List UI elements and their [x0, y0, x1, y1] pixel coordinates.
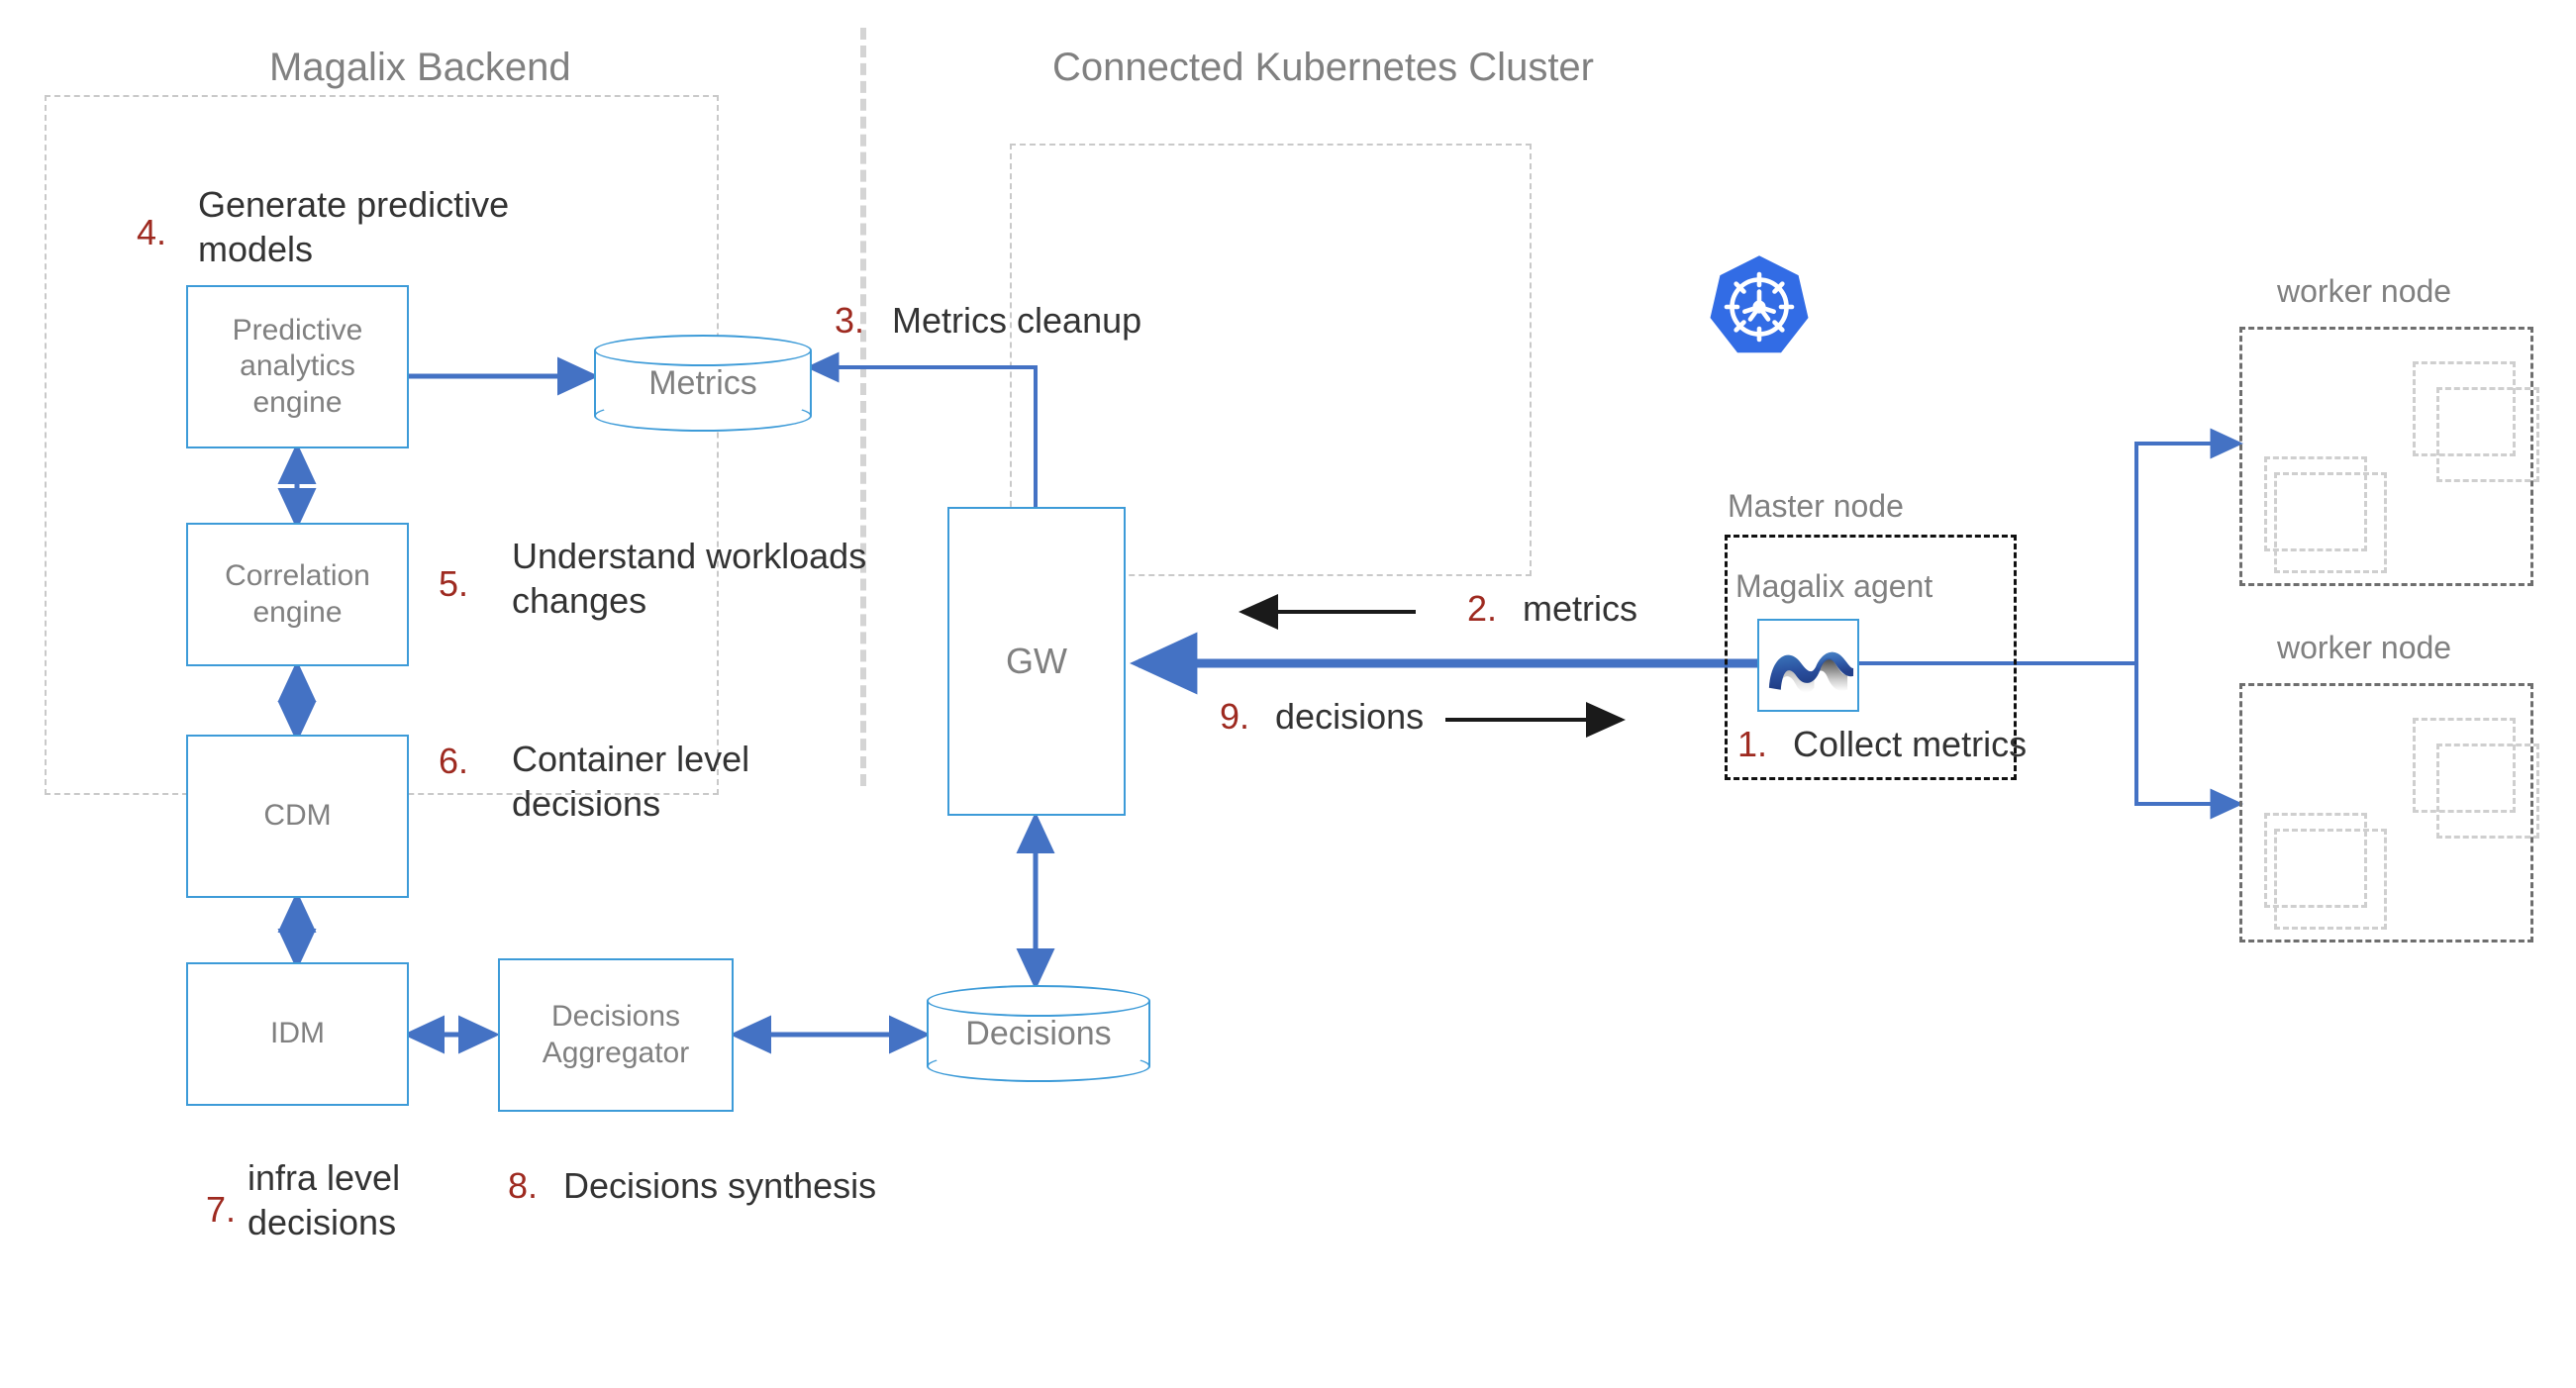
box-label: Decisions Aggregator [542, 999, 690, 1069]
master-node-box [1725, 535, 2017, 780]
wire-agent-worker1 [2134, 428, 2243, 663]
datastore-label: Metrics [648, 364, 757, 402]
box-correlation-engine[interactable]: Correlation engine [186, 523, 409, 666]
cylinder-bottom [594, 400, 812, 432]
box-label: Correlation engine [225, 558, 370, 629]
step-2: 2. metrics [1467, 587, 1637, 632]
pod-back [2413, 361, 2516, 456]
magalix-agent-tile[interactable] [1757, 619, 1859, 712]
step-1-text: Collect metrics [1793, 724, 2028, 764]
cluster-section-title: Connected Kubernetes Cluster [1052, 46, 1594, 89]
step-4-line2: models [198, 228, 314, 269]
box-predictive-analytics-engine[interactable]: Predictive analytics engine [186, 285, 409, 448]
box-label: GW [1006, 641, 1067, 682]
master-node-label: Master node [1728, 488, 1904, 524]
step-5-text: Understand workloads changes [512, 535, 947, 623]
worker-node-1-label: worker node [2277, 273, 2452, 309]
pod-front [2274, 829, 2387, 930]
step-9-text: decisions [1275, 696, 1425, 737]
step-6-line2: decisions [512, 782, 661, 824]
step-7-line2: decisions [248, 1201, 397, 1242]
step-2-number: 2. [1467, 588, 1498, 629]
step-8-number: 8. [508, 1165, 539, 1206]
step-3-number: 3. [835, 300, 865, 341]
magalix-logo-icon [1768, 651, 1854, 693]
step-6-text: Container level decisions [512, 738, 878, 826]
step-4-number: 4. [137, 212, 167, 252]
datastore-decisions[interactable]: Decisions [927, 985, 1150, 1082]
step-5-line1: Understand workloads [512, 536, 867, 576]
step-9-number: 9. [1220, 696, 1250, 737]
step-8: 8. Decisions synthesis [508, 1164, 876, 1209]
step-3: 3. Metrics cleanup [835, 299, 1141, 344]
worker-node-2-box [2239, 683, 2539, 942]
cylinder-top [594, 335, 812, 366]
pod-front [2274, 472, 2387, 573]
step-5-number: 5. [439, 563, 469, 604]
step-1-number: 1. [1737, 724, 1768, 764]
datastore-metrics[interactable]: Metrics [594, 335, 812, 432]
box-label: CDM [263, 799, 332, 833]
cylinder-top [927, 985, 1150, 1017]
step-1: 1. Collect metrics [1737, 723, 2027, 767]
center-divider [860, 28, 866, 786]
kubernetes-logo-icon [1705, 252, 1814, 361]
pod-front [2436, 744, 2539, 839]
pod-back [2264, 456, 2367, 551]
step-6-number: 6. [439, 741, 469, 781]
box-idm[interactable]: IDM [186, 962, 409, 1106]
step-3-text: Metrics cleanup [892, 300, 1142, 341]
wire-agent-worker2 [2134, 663, 2243, 820]
backend-section-title: Magalix Backend [269, 46, 571, 89]
box-label: IDM [270, 1017, 325, 1050]
step-7-text: infra level decisions [248, 1156, 505, 1244]
worker-node-2-label: worker node [2277, 630, 2452, 665]
box-label: Predictive analytics engine [232, 313, 363, 419]
datastore-label: Decisions [965, 1015, 1112, 1052]
magalix-agent-label: Magalix agent [1735, 568, 1933, 604]
wire-gw-metrics-cleanup [806, 351, 1038, 507]
step-7-number: 7. [206, 1189, 237, 1230]
step-6-line1: Container level [512, 739, 750, 779]
pod-front [2436, 387, 2539, 482]
pod-back [2413, 718, 2516, 813]
box-decisions-aggregator[interactable]: Decisions Aggregator [498, 958, 734, 1112]
step-7-line1: infra level [248, 1157, 401, 1198]
cylinder-bottom [927, 1050, 1150, 1082]
step-4-text: Generate predictive models [198, 183, 594, 271]
step-8-text: Decisions synthesis [563, 1165, 877, 1206]
step-9: 9. decisions [1220, 695, 1424, 740]
step-5-line2: changes [512, 579, 647, 621]
box-cdm[interactable]: CDM [186, 735, 409, 898]
box-gw[interactable]: GW [947, 507, 1126, 816]
pod-back [2264, 813, 2367, 908]
step-4-line1: Generate predictive [198, 184, 510, 225]
step-2-text: metrics [1523, 588, 1638, 629]
cluster-region [1010, 144, 1532, 576]
worker-node-1-box [2239, 327, 2539, 586]
